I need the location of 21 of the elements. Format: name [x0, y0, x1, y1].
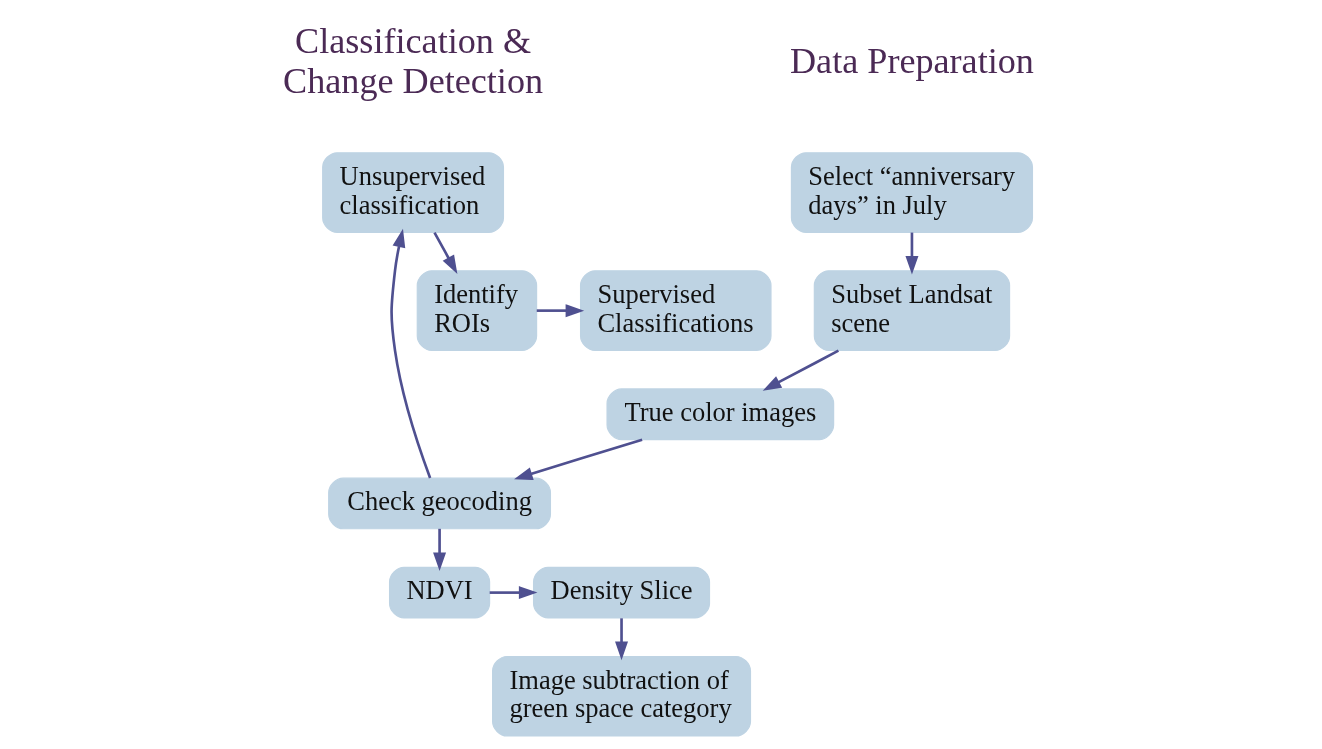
node-box: Select “anniversary days” in July	[790, 152, 1034, 233]
arrow	[536, 304, 585, 318]
label: Classification & Change Detection	[283, 20, 544, 101]
node-box: Identify ROIs	[416, 270, 538, 351]
arrow	[433, 528, 447, 572]
node-box: Check geocoding	[328, 477, 552, 530]
node-box: NDVI	[388, 566, 491, 619]
node-box: Density Slice	[532, 566, 711, 619]
node-box: True color images	[606, 388, 835, 441]
arrow	[615, 618, 629, 661]
arrow	[489, 586, 538, 600]
label: Data Preparation	[790, 40, 1034, 81]
node-box: Unsupervised classification	[322, 152, 505, 233]
node-box: Subset Landsat scene	[813, 270, 1011, 351]
node-box: Image subtraction of green space category	[492, 655, 752, 737]
arrow	[905, 232, 919, 275]
arrow	[433, 231, 458, 274]
node-box: Supervised Classifications	[579, 270, 772, 351]
arrow	[762, 349, 840, 391]
arrow	[514, 438, 643, 480]
arrow	[390, 228, 432, 479]
